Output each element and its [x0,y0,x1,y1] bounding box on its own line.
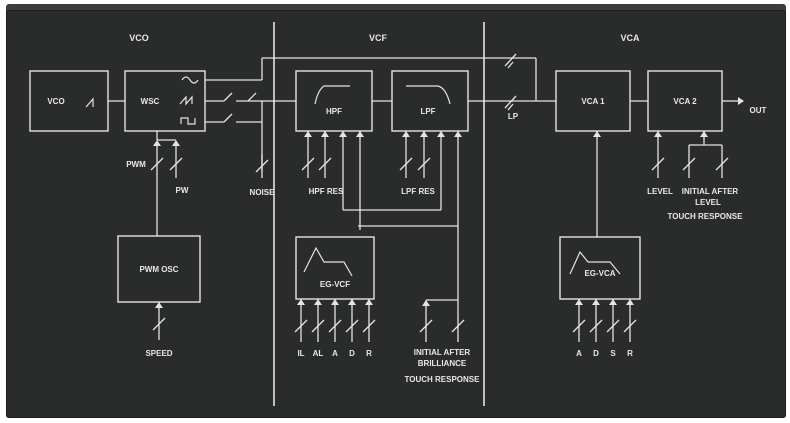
vca2-label: VCA 2 [673,97,697,106]
vco-block-label: VCO [47,97,64,106]
brilliance-sliders [419,300,465,342]
envelope-curve-icon [303,246,353,277]
pwm-osc-label: PWM OSC [139,265,178,274]
lpf-res-label: LPF RES [401,187,435,196]
eg-vca-arrow [593,131,601,137]
eg-vca-slider-r: R [627,349,633,358]
vca1-block: VCA 1 [555,70,631,132]
sawtooth-wave-icon [179,95,193,106]
eg-lpf-arrow [437,131,445,137]
vco-block: VCO [29,70,109,132]
vca-level-label: LEVEL [647,187,673,196]
vca-after-level-label: LEVEL [695,198,721,207]
eg-vcf-slider-il: IL [297,349,304,358]
eg-vcf-label: EG-VCF [320,280,350,289]
pwm-arrow [153,140,161,146]
panel-top-edge [6,4,786,14]
hpf-curve-icon [314,85,350,105]
envelope-curve-icon [569,250,621,275]
lp-switches [504,53,537,111]
eg-vca-block: EG-VCA [559,236,641,300]
pw-arrow [172,140,180,146]
hpf-res-label: HPF RES [309,187,344,196]
lpf-slider-1 [399,131,413,178]
out-label: OUT [750,106,767,115]
brilliance-arrow [454,131,462,137]
out-arrow [738,97,744,105]
pwm-slider [150,146,164,236]
saw-switch [223,92,233,102]
lpf-block: LPF [391,70,469,132]
eg-vca-slider-a: A [576,349,582,358]
pw-label: PW [176,186,189,195]
section-vco-label: VCO [129,33,149,43]
eg-vca-sliders [572,299,637,342]
square-switch [223,113,233,123]
eg-vca-slider-d: D [593,349,599,358]
eg-vcf-slider-al: AL [313,349,324,358]
vca2-block: VCA 2 [647,70,723,132]
section-vcf-label: VCF [369,33,388,43]
noise-label: NOISE [250,188,276,197]
brilliance-label: BRILLIANCE [418,359,467,368]
vca-touch-response-label: TOUCH RESPONSE [668,212,744,221]
pw-slider [169,146,183,178]
square-wave-icon [180,117,196,125]
vca-touch-arrow [700,131,708,137]
hpf-slider-1 [301,131,315,178]
eg-vcf-block: EG-VCF [295,236,375,300]
vca-after-slider [715,145,729,178]
eg-vca-slider-s: S [610,349,616,358]
hpf-block: HPF [295,70,373,132]
eg-vcf-arrow [356,131,364,137]
sine-wave-icon [181,76,199,84]
eg-vca-label: EG-VCA [584,269,615,278]
vca-initial-after-label: INITIAL AFTER [682,187,739,196]
eg-vcf-slider-r: R [366,349,372,358]
lpf-slider-2 [417,131,431,178]
hpf-slider-2 [318,131,332,178]
pwm-osc-block: PWM OSC [117,235,201,303]
lpf-label: LPF [420,107,435,116]
vca-initial-slider [682,145,696,178]
vca1-label: VCA 1 [581,97,605,106]
section-vca-label: VCA [620,33,640,43]
sawtooth-wave-icon [85,97,94,108]
speed-label: SPEED [145,349,172,358]
mix-switch [247,92,257,102]
hpf-label: HPF [326,107,342,116]
eg-vcf-slider-a: A [332,349,338,358]
wsc-block-label: WSC [141,97,160,106]
pwm-label: PWM [126,160,146,169]
eg-hpf-arrow [339,131,347,137]
lpf-curve-icon [406,85,451,105]
wsc-block: WSC [124,70,206,132]
eg-vcf-sliders [294,299,376,342]
eg-vcf-slider-d: D [349,349,355,358]
noise-slider [255,155,269,178]
brilliance-touch-response: TOUCH RESPONSE [405,375,481,384]
brilliance-initial-after: INITIAL AFTER [414,348,471,357]
lp-label: LP [508,112,519,121]
speed-slider [152,302,166,340]
vca-level-slider [651,131,665,178]
